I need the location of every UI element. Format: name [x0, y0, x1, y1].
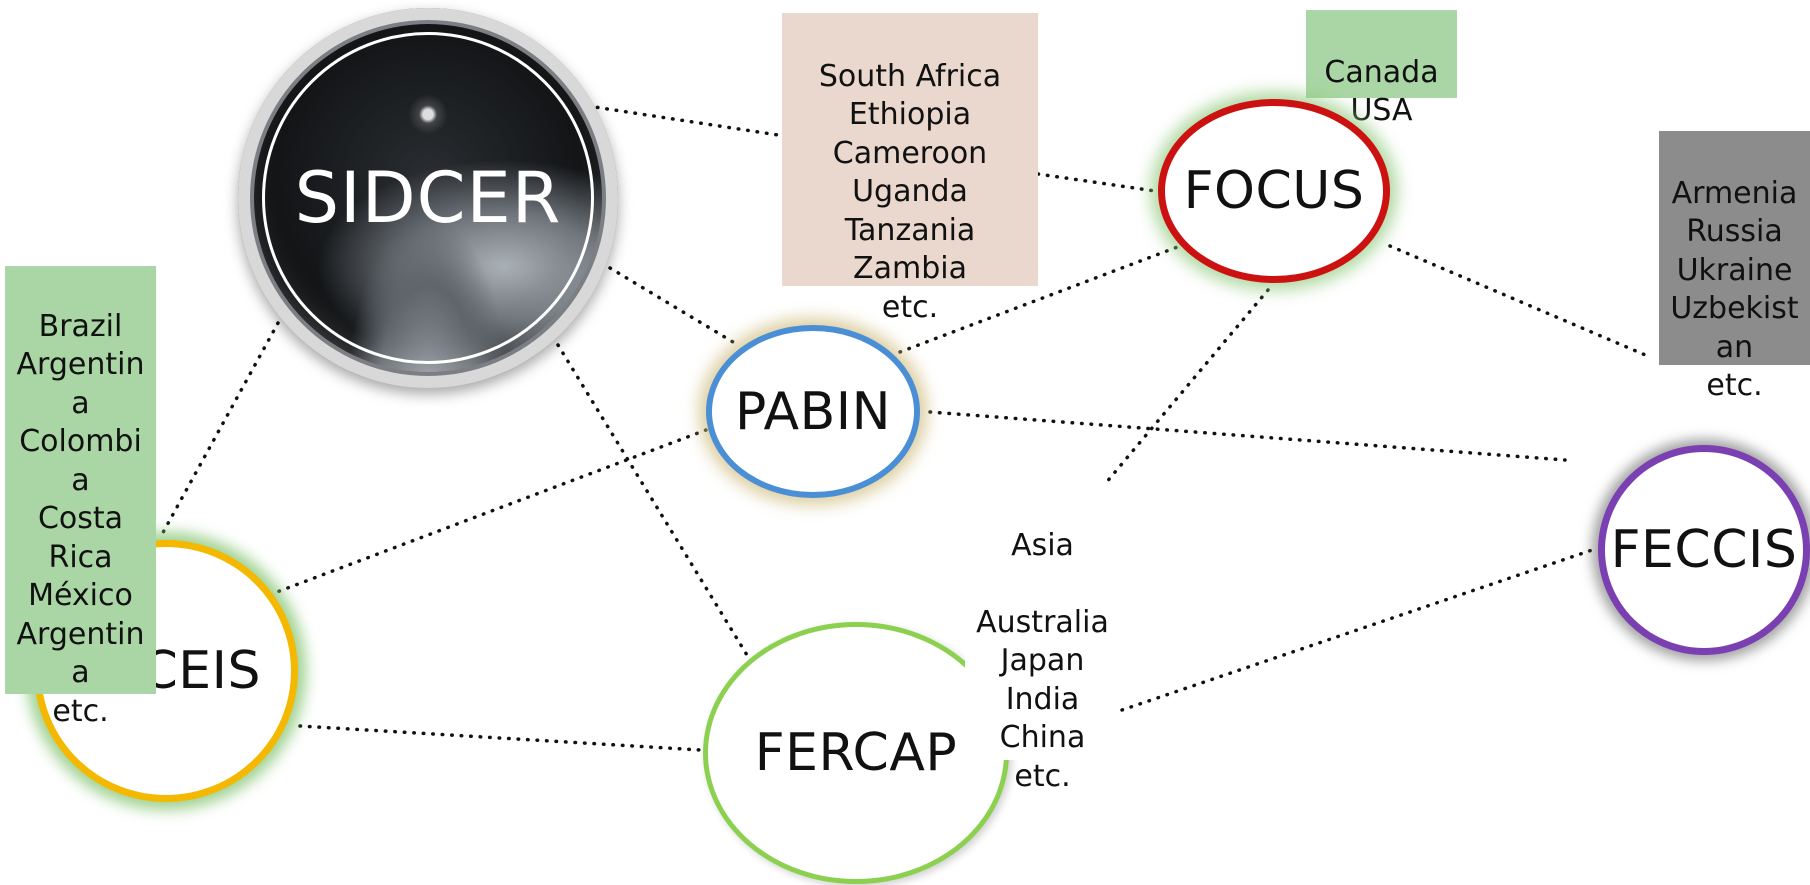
focus-node: FOCUS [1158, 99, 1390, 283]
link-sidcer-latin [158, 321, 280, 540]
fercap-node: FERCAP [703, 622, 1009, 884]
link-pabin-flaceis [275, 428, 708, 594]
link-focus-asia [1103, 288, 1270, 486]
eastern-europe-countries-box: Armenia Russia Ukraine Uzbekist an etc. [1659, 131, 1810, 403]
link-africa-focus [1036, 172, 1164, 194]
north-america-countries-text: Canada USA [1324, 54, 1439, 129]
africa-countries-box: South Africa Ethiopia Cameroon Uganda Ta… [782, 13, 1038, 325]
focus-label: FOCUS [1183, 161, 1365, 221]
latin-america-countries-text: Brazil Argentin a Colombi a Costa Rica M… [16, 308, 145, 729]
feccis-label: FECCIS [1610, 520, 1798, 580]
feccis-node: FECCIS [1598, 445, 1810, 655]
link-sidcer-pabin [608, 266, 735, 344]
asia-pacific-countries-text: Asia Australia Japan India China etc. [976, 527, 1109, 794]
asia-pacific-countries-box: Asia Australia Japan India China etc. [965, 488, 1120, 794]
sidcer-node: SIDCER [262, 32, 594, 364]
eastern-europe-countries-text: Armenia Russia Ukraine Uzbekist an etc. [1670, 175, 1799, 404]
flaceis-label: CEIS [141, 641, 261, 701]
fercap-label: FERCAP [754, 723, 958, 783]
link-focus-eastern-europe [1388, 244, 1652, 359]
link-flaceis-fercap [298, 724, 702, 752]
link-pabin-feccis [928, 410, 1567, 462]
pabin-node: PABIN [706, 325, 920, 498]
link-asia-feccis [1120, 546, 1600, 712]
north-america-countries-box: Canada USA [1306, 10, 1457, 128]
link-sidcer-africa [586, 104, 780, 137]
pabin-label: PABIN [734, 381, 891, 442]
africa-countries-text: South Africa Ethiopia Cameroon Uganda Ta… [818, 58, 1002, 325]
sidcer-label: SIDCER [294, 157, 562, 239]
latin-america-countries-box: Brazil Argentin a Colombi a Costa Rica M… [5, 266, 156, 729]
